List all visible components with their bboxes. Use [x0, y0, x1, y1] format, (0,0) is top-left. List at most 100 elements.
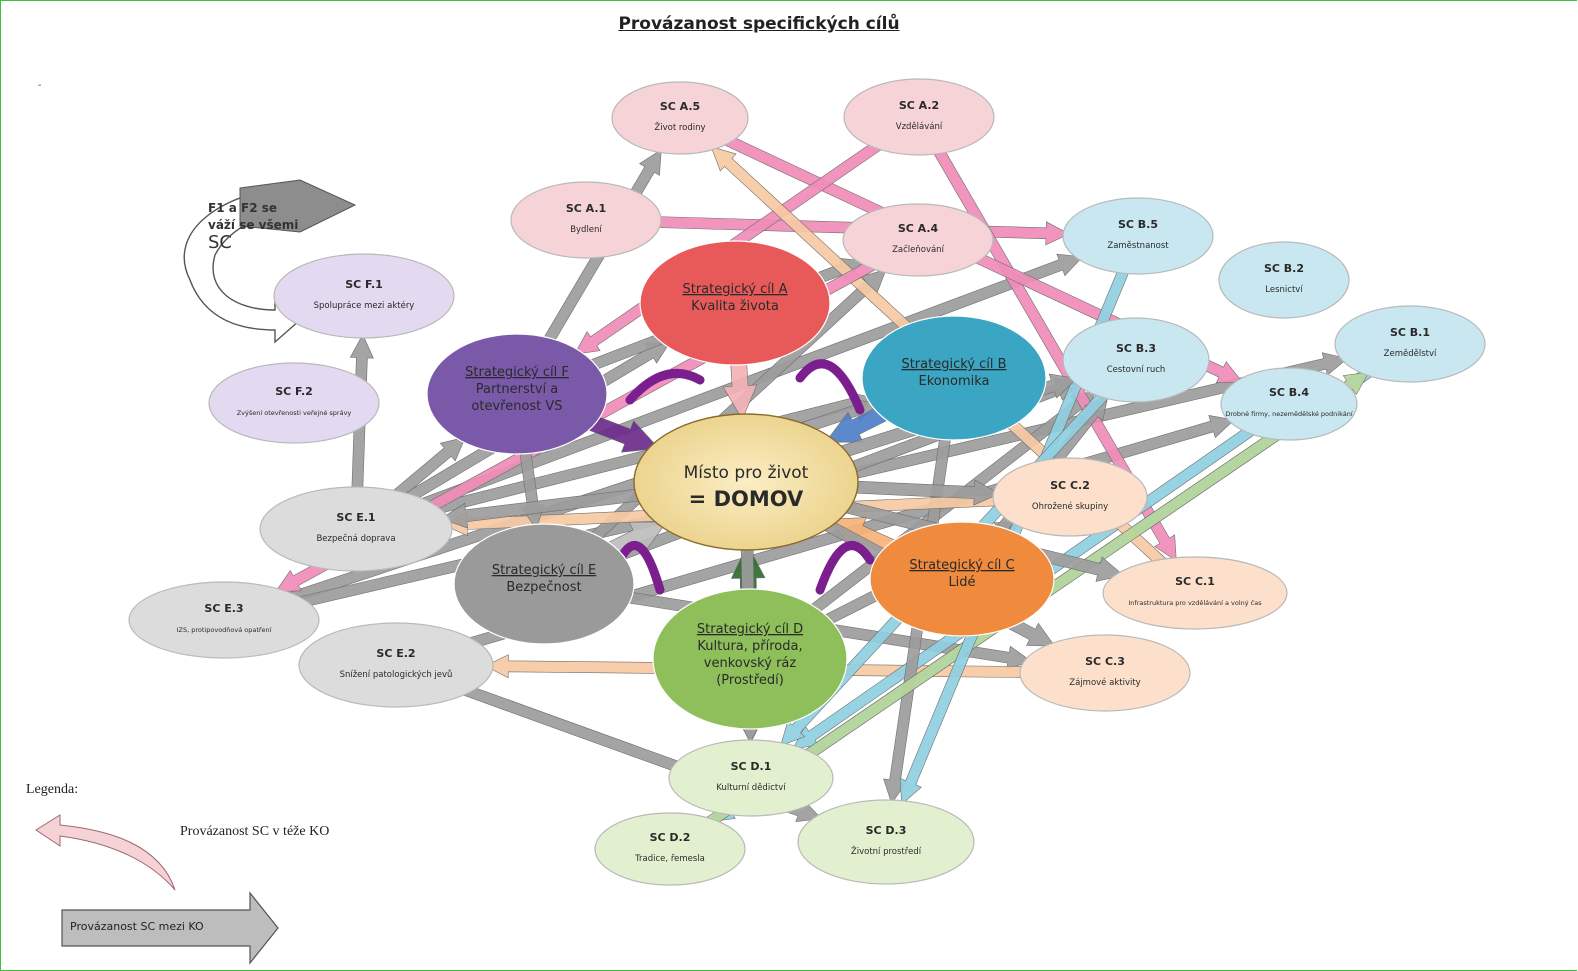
- strategic-goal-e: [453, 523, 635, 645]
- strategic-goal-a: [639, 240, 831, 366]
- specific-goal-label: Snížení patologických jevů: [340, 669, 453, 680]
- specific-goal-code: SC E.2: [376, 647, 415, 660]
- goal-arrow-b: [824, 404, 891, 443]
- center-arrow-e1: [440, 487, 646, 529]
- specific-goal-code: SC D.2: [650, 831, 691, 844]
- specific-goal-label: Tradice, řemesla: [634, 854, 705, 864]
- strategic-goal-b: [861, 315, 1047, 441]
- specific-goal-code: SC B.4: [1269, 386, 1309, 399]
- specific-goal-d1: [668, 739, 834, 817]
- legend-title: Legenda:: [26, 782, 79, 797]
- specific-goal-label: Bezpečná doprava: [316, 533, 395, 544]
- specific-goal-label: Zvýšení otevřenosti veřejné správy: [237, 409, 352, 417]
- specific-goal-c2: [992, 457, 1148, 537]
- specific-goal-label: Lesnictví: [1265, 285, 1303, 295]
- strategic-goal-line: otevřenost VS: [471, 399, 562, 414]
- strategic-goal-heading: Strategický cíl D: [697, 622, 803, 637]
- specific-goal-b2: [1218, 241, 1350, 319]
- specific-goal-f2: [208, 362, 380, 444]
- strategic-goal-heading: Strategický cíl F: [465, 365, 569, 380]
- note-line-1: F1 a F2 se: [208, 201, 278, 215]
- f1-f2-note: F1 a F2 se váží se všemi SC: [208, 200, 304, 253]
- specific-goal-label: IZS, protipovodňová opatření: [177, 626, 272, 634]
- circulation-loop: [625, 368, 705, 405]
- center-home: [633, 413, 859, 551]
- specific-goal-code: SC B.3: [1116, 342, 1156, 355]
- specific-goal-label: Drobné firmy, nezemědělské podnikání: [1225, 410, 1352, 418]
- specific-goal-d3: [797, 799, 975, 885]
- specific-goal-code: SC A.4: [898, 222, 939, 235]
- page-title: Provázanost specifických cílů: [618, 14, 900, 34]
- f1-f2-curved-arrow: [183, 185, 302, 344]
- specific-goal-code: SC D.1: [731, 760, 772, 773]
- strategic-goal-f: [426, 333, 608, 455]
- specific-goal-code: SC A.2: [899, 99, 939, 112]
- specific-goal-label: Život rodiny: [654, 121, 705, 133]
- specific-goal-code: SC E.1: [336, 511, 375, 524]
- f1-f2-arrow-head: [239, 179, 357, 233]
- strategic-goal-line: venkovský ráz: [704, 656, 797, 671]
- strategic-goal-heading: Strategický cíl C: [909, 558, 1014, 573]
- circulation-loop: [815, 541, 875, 595]
- strategic-goal-d: [652, 588, 848, 730]
- specific-goal-a4: [842, 203, 994, 277]
- center-line-2: = DOMOV: [689, 487, 804, 511]
- specific-goal-label: Zájmové aktivity: [1069, 677, 1140, 688]
- strategic-goal-heading: Strategický cíl B: [901, 357, 1006, 372]
- specific-goal-e1: [259, 486, 453, 572]
- strategic-goal-line: Ekonomika: [919, 374, 990, 389]
- specific-goal-a2: [843, 78, 995, 156]
- strategic-goal-line: Partnerství a: [476, 382, 559, 397]
- specific-goal-label: Zaměstnanost: [1107, 241, 1169, 251]
- legend-within-arrow: [35, 814, 176, 891]
- specific-goal-label: Životní prostředí: [851, 845, 922, 857]
- specific-goal-b3: [1062, 317, 1210, 403]
- strategic-goal-line: (Prostředí): [716, 673, 784, 688]
- strategic-goal-line: Bezpečnost: [506, 580, 581, 595]
- strategic-goal-line: Kvalita života: [691, 299, 779, 314]
- specific-goal-code: SC F.2: [275, 385, 313, 398]
- specific-goal-label: Spolupráce mezi aktéry: [314, 300, 415, 311]
- specific-goal-code: SC E.3: [204, 602, 243, 615]
- specific-goal-code: SC A.5: [660, 100, 700, 113]
- specific-goal-label: Začleňování: [892, 244, 945, 255]
- specific-goal-label: Ohrožené skupiny: [1032, 501, 1108, 512]
- specific-goal-label: Cestovní ruch: [1107, 365, 1166, 375]
- strategic-goal-line: Kultura, příroda,: [697, 639, 802, 654]
- strategic-goal-line: Lidé: [948, 575, 975, 590]
- specific-goal-f1: [273, 253, 455, 339]
- specific-goal-code: SC B.1: [1390, 326, 1430, 339]
- specific-goal-code: SC B.5: [1118, 218, 1158, 231]
- specific-goal-b5: [1062, 197, 1214, 275]
- link-arrow-e1-f: [392, 436, 467, 500]
- strategic-goal-heading: Strategický cíl A: [682, 282, 787, 297]
- specific-goal-a1: [510, 181, 662, 259]
- specific-goal-code: SC D.3: [866, 824, 907, 837]
- specific-goal-b1: [1334, 305, 1486, 383]
- specific-goal-label: Bydlení: [570, 225, 602, 235]
- specific-goal-e2: [298, 622, 494, 708]
- legend-between-label: Provázanost SC mezi KO: [70, 920, 204, 933]
- specific-goal-c3: [1019, 634, 1191, 712]
- specific-goal-label: Zemědělství: [1384, 349, 1437, 359]
- specific-goal-code: SC C.1: [1175, 575, 1215, 588]
- specific-goal-code: SC F.1: [345, 278, 383, 291]
- strategic-goal-heading: Strategický cíl E: [492, 563, 596, 578]
- specific-goal-d2: [594, 812, 746, 886]
- note-line-3: SC: [208, 232, 232, 253]
- specific-goal-code: SC B.2: [1264, 262, 1304, 275]
- specific-goal-code: SC C.3: [1085, 655, 1125, 668]
- legend-between-arrow: [61, 891, 279, 965]
- specific-goal-label: Kulturní dědictví: [716, 783, 786, 793]
- legend-within-label: Provázanost SC v téže KO: [180, 824, 330, 839]
- specific-goal-b4: [1220, 367, 1358, 441]
- specific-goal-code: SC C.2: [1050, 479, 1090, 492]
- specific-goal-code: SC A.1: [566, 202, 606, 215]
- specific-goal-e3: [128, 581, 320, 659]
- stray-mark: -: [38, 80, 42, 91]
- center-line-1: Místo pro život: [684, 463, 809, 483]
- center-arrow-c2: [848, 479, 1001, 506]
- specific-goal-label: Vzdělávání: [896, 122, 943, 132]
- specific-goal-label: Infrastruktura pro vzdělávání a volný ča…: [1128, 599, 1262, 607]
